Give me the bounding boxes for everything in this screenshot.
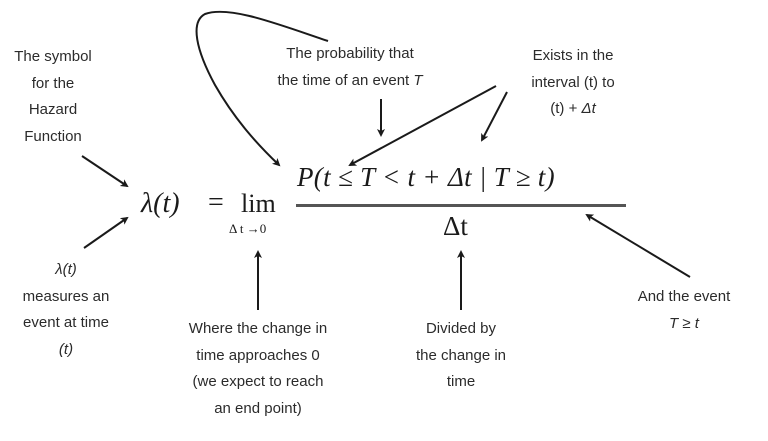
label-line: Where the change in [188,320,328,337]
arrow-exists-to-leq [348,85,497,166]
label-line: interval (t) to [531,73,615,91]
label-text: the time of an event [277,71,414,89]
label-line: Hazard [28,101,78,118]
label-limit: Where the change in time approaches 0 (w… [158,316,358,422]
label-var: Δt [581,100,596,117]
formula-lim: lim [241,189,276,218]
arrow-measures-to-lambda [83,216,129,249]
label-line: The symbol [14,48,92,65]
label-line: time [446,373,476,390]
label-line: the time of an event T [250,68,450,95]
label-exists-interval: Exists in the interval (t) to (t) + Δt [512,43,634,123]
label-line: event at time [23,314,109,331]
fraction-bar [296,204,626,207]
label-line: And the event [637,288,731,305]
formula-lim-subscript: Δ t →0 [229,221,267,236]
label-probability: The probability that the time of an even… [250,41,450,94]
label-line: Exists in the [532,47,614,64]
label-line: T ≥ t [669,314,699,332]
label-line: Function [24,127,82,145]
label-line: Divided by [425,320,497,337]
label-var: T [413,71,423,89]
label-hazard-symbol: The symbol for the Hazard Function [0,44,106,150]
label-line: an end point) [214,399,302,417]
formula-denominator: Δt [443,211,468,242]
label-line: The probability that [286,45,414,62]
arrow-probability-curved [195,10,329,167]
label-line: for the [31,74,75,92]
label-line: the change in [415,346,507,364]
label-and-event: And the event T ≥ t [614,284,754,337]
label-line: λ(t) [55,261,77,278]
label-line: measures an [22,287,110,305]
formula-numerator: P(t ≤ T < t + Δt | T ≥ t) [297,162,555,192]
arrow-symbol-to-lambda [81,155,129,188]
label-line: (we expect to reach [192,373,324,390]
label-line: (t) [58,340,74,358]
arrow-event-to-condition [585,213,691,278]
label-line: time approaches 0 [196,346,320,364]
formula-equals: = [208,187,224,218]
denominator-text: Δt [443,211,468,241]
label-text: (t) + [550,100,582,117]
arrow-exists-to-interval [481,91,508,142]
label-line: (t) + Δt [512,96,634,123]
formula-lhs: λ(t) [141,188,180,219]
label-lambda-measures: λ(t) measures an event at time (t) [0,257,132,363]
label-divided: Divided by the change in time [400,316,522,396]
